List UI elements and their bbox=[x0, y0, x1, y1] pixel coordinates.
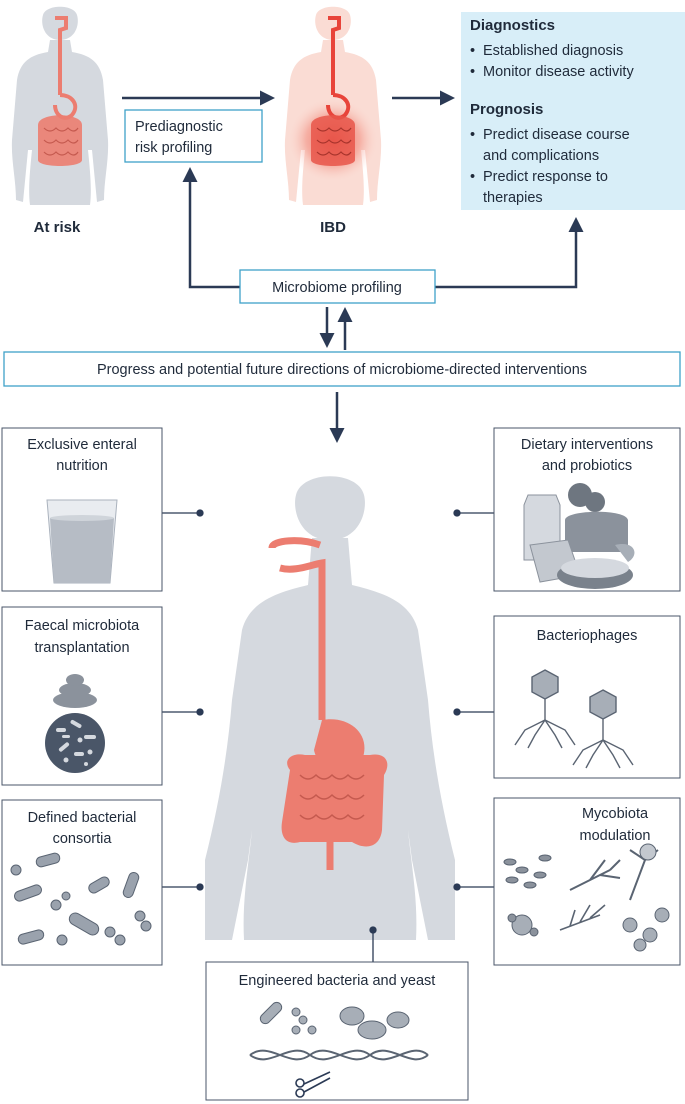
central-body-figure bbox=[205, 476, 455, 940]
engineered-microbes-icon bbox=[259, 1001, 410, 1040]
bacteriophages-label: Bacteriophages bbox=[537, 628, 638, 644]
food-icon bbox=[523, 483, 635, 589]
connector-to-outcomes bbox=[435, 217, 584, 289]
microbiota-circle-icon bbox=[45, 713, 105, 773]
mycobiota-box: Mycobiota modulation bbox=[493, 797, 681, 966]
diagnostics-item-1: Established diagnosis bbox=[483, 43, 623, 59]
prognosis-item-1-line2: and complications bbox=[483, 148, 599, 164]
prediagnostic-box bbox=[124, 109, 263, 163]
dietary-line2: and probiotics bbox=[542, 458, 632, 474]
box-connectors bbox=[162, 509, 494, 962]
ibd-label: IBD bbox=[320, 219, 346, 236]
prediagnostic-line1: Prediagnostic bbox=[135, 119, 223, 135]
consortia-line2: consortia bbox=[53, 831, 113, 847]
fmt-line2: transplantation bbox=[34, 640, 129, 656]
diagnostics-item-2: Monitor disease activity bbox=[483, 64, 634, 80]
diagnostics-item-2-bullet: • bbox=[470, 64, 475, 80]
microbiome-profiling-box bbox=[239, 269, 436, 304]
enteral-nutrition-box: Exclusive enteral nutrition bbox=[1, 427, 163, 592]
engineered-box: Engineered bacteria and yeast bbox=[205, 961, 469, 1101]
ibd-figure bbox=[284, 6, 382, 205]
prognosis-item-2-line1: Predict response to bbox=[483, 169, 608, 185]
at-risk-figure bbox=[11, 6, 109, 205]
prognosis-item-2-line2: therapies bbox=[483, 190, 543, 206]
prognosis-item-2-bullet: • bbox=[470, 169, 475, 185]
dna-icon bbox=[249, 1049, 429, 1061]
dietary-box: Dietary interventions and probiotics bbox=[493, 427, 681, 592]
engineered-label: Engineered bacteria and yeast bbox=[239, 973, 436, 989]
mycobiota-line1: Mycobiota bbox=[582, 806, 649, 822]
prognosis-title: Prognosis bbox=[470, 101, 543, 118]
fmt-line1: Faecal microbiota bbox=[25, 618, 140, 634]
dietary-line1: Dietary interventions bbox=[521, 437, 653, 453]
enteral-line2: nutrition bbox=[56, 458, 108, 474]
progress-banner bbox=[3, 351, 681, 387]
bacteria-icon bbox=[10, 852, 152, 946]
connector-to-prediagnostic bbox=[182, 167, 240, 289]
consortia-line1: Defined bacterial bbox=[28, 810, 137, 826]
prediagnostic-line2: risk profiling bbox=[135, 140, 212, 156]
at-risk-label: At risk bbox=[34, 219, 81, 236]
stool-icon bbox=[53, 674, 97, 708]
prognosis-item-1-bullet: • bbox=[470, 127, 475, 143]
consortia-box: Defined bacterial consortia bbox=[1, 799, 163, 966]
outcomes-panel bbox=[461, 12, 685, 210]
enteral-line1: Exclusive enteral bbox=[27, 437, 137, 453]
diagnostics-title: Diagnostics bbox=[470, 17, 555, 34]
scissors-icon bbox=[295, 1071, 331, 1098]
prognosis-item-1-line1: Predict disease course bbox=[483, 127, 630, 143]
phage-icon bbox=[514, 669, 634, 769]
bacteriophages-box: Bacteriophages bbox=[493, 615, 681, 779]
fmt-box: Faecal microbiota transplantation bbox=[1, 606, 163, 786]
fungi-icon bbox=[503, 843, 670, 952]
diagnostics-item-1-bullet: • bbox=[470, 43, 475, 59]
progress-banner-text: Progress and potential future directions… bbox=[97, 362, 587, 378]
microbiome-profiling-label: Microbiome profiling bbox=[272, 280, 402, 296]
mycobiota-line2: modulation bbox=[580, 828, 651, 844]
